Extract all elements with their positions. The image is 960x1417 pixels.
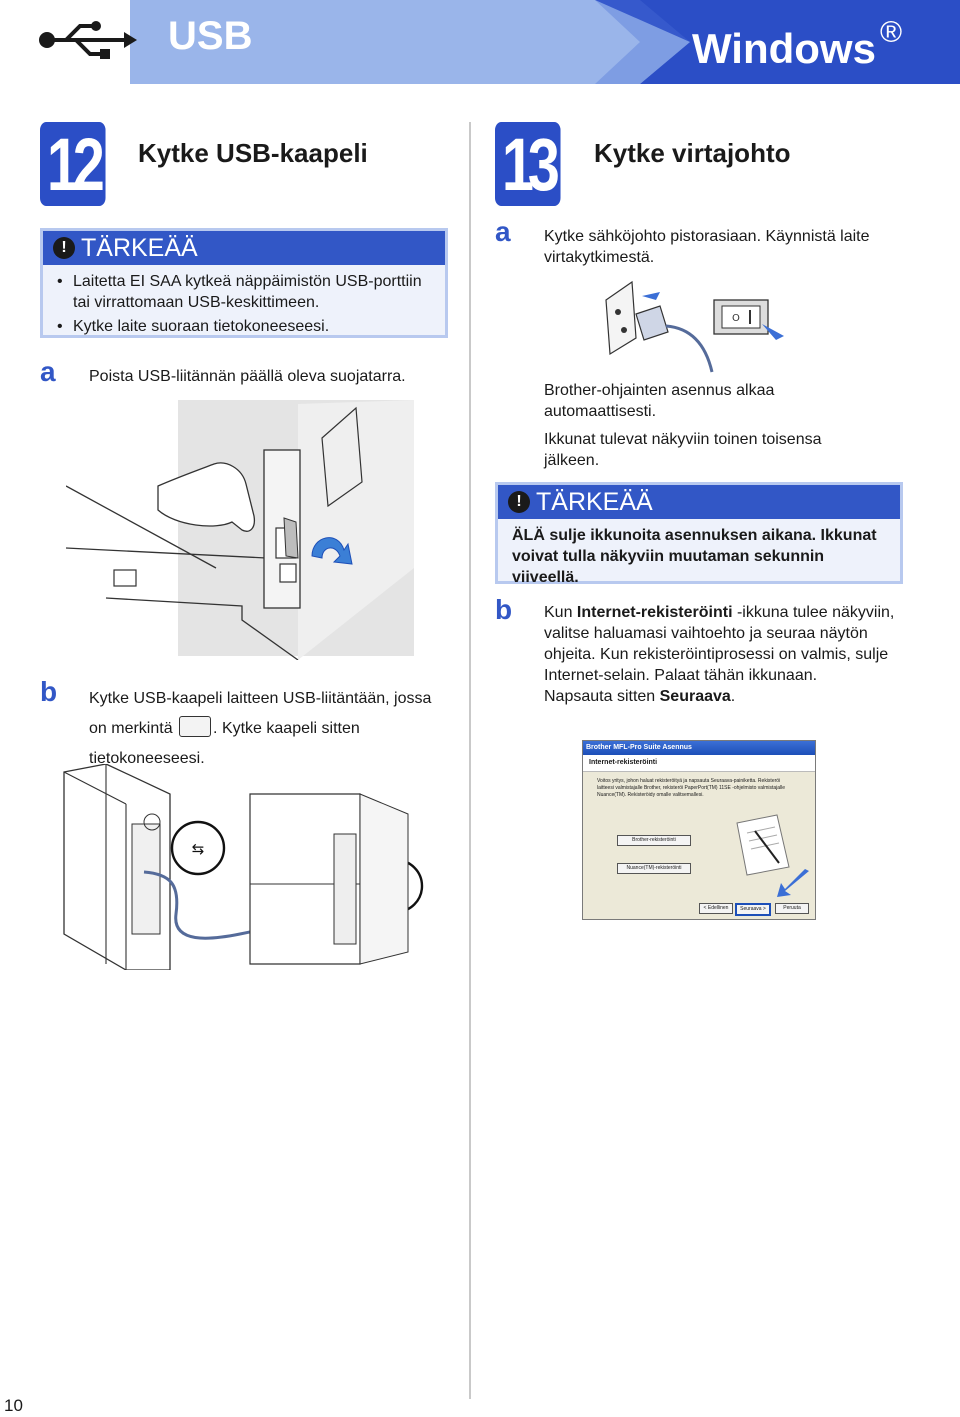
step-letter-a: a bbox=[40, 356, 56, 387]
step-13-badge: 13 bbox=[495, 122, 561, 206]
registration-dialog: Brother MFL-Pro Suite Asennus Internet-r… bbox=[582, 740, 816, 920]
important-box-13: ! TÄRKEÄÄ ÄLÄ sulje ikkunoita asennuksen… bbox=[495, 482, 903, 586]
page-title: USB bbox=[168, 14, 253, 58]
back-button[interactable]: < Edellinen bbox=[699, 903, 733, 914]
arrow-icon bbox=[777, 869, 809, 897]
step-12a-text: Poista USB-liitännän päällä oleva suojat… bbox=[89, 368, 406, 385]
step-letter-b: b bbox=[495, 594, 513, 625]
os-label: Windows® bbox=[692, 16, 903, 72]
dialog-title: Brother MFL-Pro Suite Asennus bbox=[583, 741, 815, 755]
important-heading: ! TÄRKEÄÄ bbox=[43, 231, 445, 265]
next-button[interactable]: Seuraava > bbox=[735, 903, 771, 916]
brother-registration-button[interactable]: Brother-rekisteröinti bbox=[617, 835, 691, 846]
cancel-button[interactable]: Peruuta bbox=[775, 903, 809, 914]
step-12b-text: Kytke USB-kaapeli laitteen USB-liitäntää… bbox=[89, 690, 432, 767]
dialog-subtitle: Internet-rekisteröinti bbox=[583, 755, 815, 772]
step-13-title: Kytke virtajohto bbox=[594, 138, 791, 168]
step-13a-text: Kytke sähköjohto pistorasiaan. Käynnistä… bbox=[544, 228, 870, 266]
step-13a-text-2: Brother-ohjainten asennus alkaa automaat… bbox=[544, 382, 775, 420]
page-number: 10 bbox=[4, 1396, 23, 1415]
dialog-body: Voitos yritys, johon haluat rekisteröity… bbox=[597, 778, 786, 798]
important-box-12: ! TÄRKEÄÄ •Laitetta EI SAA kytkeä näppäi… bbox=[40, 228, 448, 338]
step-13b-text: Kun Internet-rekisteröinti -ikkuna tulee… bbox=[544, 604, 895, 705]
step-12-title: Kytke USB-kaapeli bbox=[138, 138, 368, 168]
usb-cable-connection-illustration: ⇆ ⇆ bbox=[63, 764, 424, 970]
list-item: •Laitetta EI SAA kytkeä näppäimistön USB… bbox=[57, 273, 422, 311]
nuance-registration-button[interactable]: Nuance(TM)-rekisteröinti bbox=[617, 863, 691, 874]
printer-usb-sticker-illustration bbox=[66, 400, 414, 660]
usb-port-icon bbox=[179, 716, 212, 737]
warning-icon: ! bbox=[508, 491, 530, 513]
step-12-badge: 12 bbox=[40, 122, 106, 206]
step-letter-a: a bbox=[495, 216, 511, 247]
column-divider bbox=[469, 122, 471, 1399]
important-text: ÄLÄ sulje ikkunoita asennuksen aikana. I… bbox=[512, 527, 877, 586]
usb-symbol-icon bbox=[39, 21, 137, 59]
document-pen-icon bbox=[736, 814, 790, 876]
important-heading: ! TÄRKEÄÄ bbox=[498, 485, 900, 519]
step-letter-b: b bbox=[40, 676, 58, 707]
power-cord-illustration: O bbox=[605, 280, 784, 373]
svg-text:⇆: ⇆ bbox=[192, 840, 205, 858]
warning-icon: ! bbox=[53, 237, 75, 259]
step-13a-text-3: Ikkunat tulevat näkyviin toinen toisensa… bbox=[544, 431, 822, 469]
list-item: •Kytke laite suoraan tietokoneeseesi. bbox=[57, 318, 330, 335]
svg-text:O: O bbox=[732, 313, 740, 324]
